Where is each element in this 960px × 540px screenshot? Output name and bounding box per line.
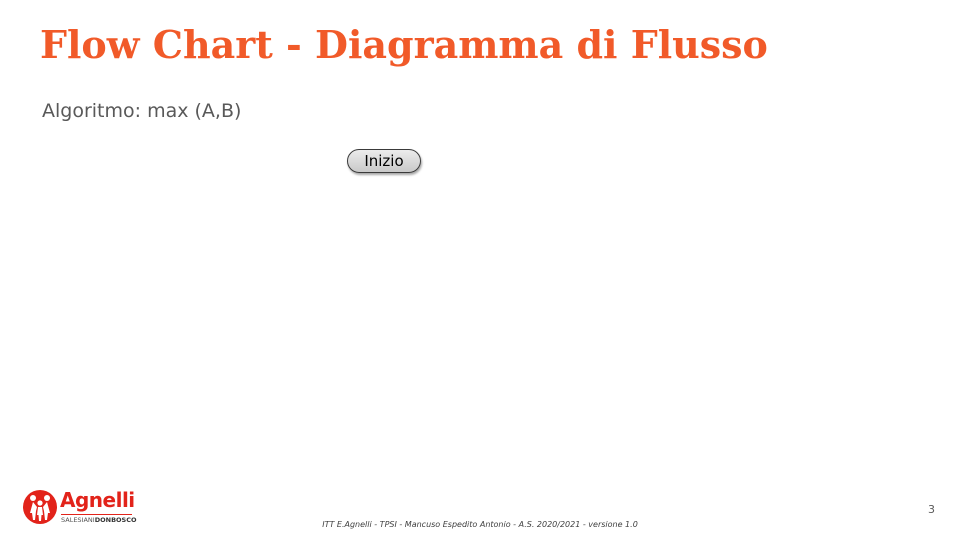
logo-tagline: SALESIANIDONBOSCO [61, 516, 137, 524]
logo-tagline-donbosco: DONBOSCO [94, 516, 137, 524]
slide-footer: ITT E.Agnelli - TPSI - Mancuso Espedito … [322, 520, 638, 529]
slide-subtitle: Algoritmo: max (A,B) [42, 100, 242, 122]
salesiani-figures-icon [23, 490, 57, 524]
page-number: 3 [928, 503, 935, 516]
logo-name: Agnelli [60, 488, 135, 512]
flowchart-start-node: Inizio [347, 149, 421, 173]
logo-tagline-salesiani: SALESIANI [61, 516, 95, 524]
agnelli-logo: Agnelli SALESIANIDONBOSCO [22, 488, 162, 528]
slide-title: Flow Chart - Diagramma di Flusso [40, 22, 768, 67]
logo-divider [61, 514, 132, 515]
